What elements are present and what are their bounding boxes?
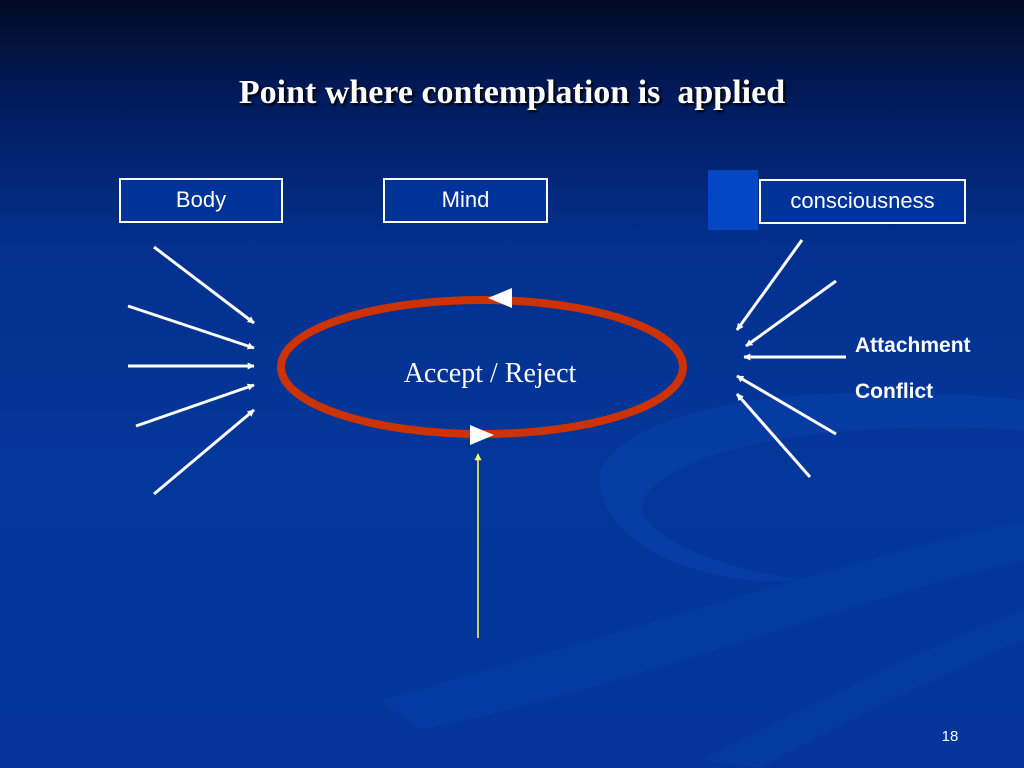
- right-arrow-4: [736, 374, 837, 436]
- attachment-label: Attachment: [855, 334, 971, 357]
- cycle-label: Accept / Reject: [403, 358, 577, 389]
- body-label: Body: [175, 187, 227, 212]
- accent-square: [708, 170, 758, 230]
- consciousness-box: consciousness: [759, 179, 966, 224]
- right-arrow-5: [735, 393, 812, 478]
- conflict-label: Conflict: [855, 380, 934, 403]
- right-arrow-1: [735, 239, 804, 331]
- mind-label: Mind: [441, 187, 490, 212]
- left-arrow-5: [153, 408, 255, 496]
- body-box: Body: [119, 178, 283, 223]
- mind-box: Mind: [383, 178, 548, 223]
- cycle-arrowhead-bottom: [470, 425, 494, 445]
- slide-number: 18: [941, 728, 959, 745]
- left-arrow-4: [135, 383, 255, 428]
- slide-title: Point where contemplation is applied: [238, 74, 786, 111]
- consciousness-label: consciousness: [790, 188, 935, 213]
- cycle-arrowhead-top: [488, 288, 512, 308]
- right-arrow-2: [745, 279, 837, 348]
- left-arrow-2: [127, 304, 255, 350]
- left-arrow-1: [153, 245, 255, 325]
